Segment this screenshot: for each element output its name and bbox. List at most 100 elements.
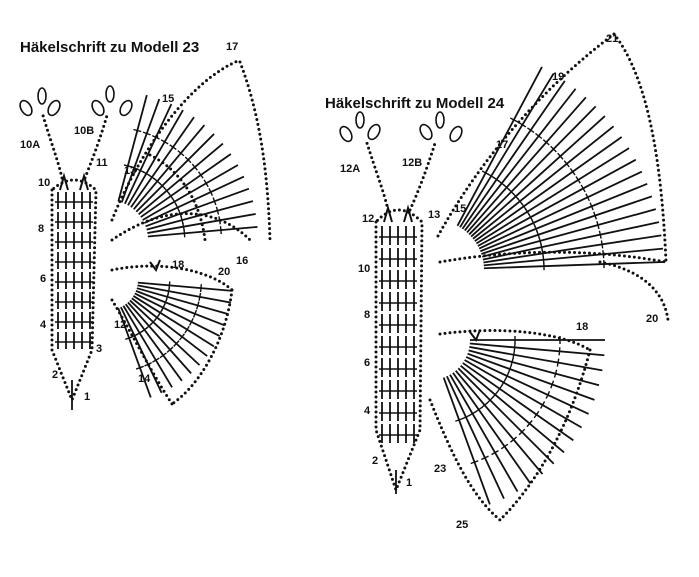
- stitch-mark: [457, 367, 555, 465]
- stitch-mark: [558, 347, 561, 356]
- stitch-mark: [124, 103, 173, 205]
- lower-wing-23: 18 20 12 14: [110, 259, 234, 406]
- stitch-mark: [585, 193, 590, 202]
- stitch-mark: [475, 147, 630, 245]
- round-number-16: 16: [236, 255, 248, 267]
- stitch-mark: [148, 174, 156, 181]
- stitch-mark: [513, 343, 516, 352]
- antenna-label-right-24: 12B: [402, 157, 422, 169]
- stitch-mark: [184, 156, 192, 164]
- round-number-17: 17: [226, 41, 238, 53]
- stitch-mark: [504, 372, 510, 380]
- stitch-mark: [199, 284, 203, 293]
- antenna-label-right-23: 10B: [74, 125, 94, 137]
- stitch-mark: [580, 184, 586, 193]
- side-number-1b: 1: [406, 477, 412, 489]
- stitch-mark: [468, 411, 477, 417]
- stitch-mark: [455, 370, 544, 475]
- chart-title-23: Häkelschrift zu Modell 23: [20, 39, 199, 56]
- stitch-mark: [136, 168, 145, 173]
- stitch-mark: [198, 292, 202, 301]
- stitch-mark: [196, 301, 200, 310]
- stitch-mark: [215, 206, 220, 215]
- stitch-mark: [539, 401, 546, 409]
- upper-wing-posts-24: [456, 66, 664, 271]
- stitch-mark: [507, 365, 512, 374]
- stitch-mark: [455, 417, 464, 422]
- stitch-mark: [481, 455, 489, 461]
- round-number-13: 13: [124, 165, 136, 177]
- stitch-mark: [147, 213, 256, 234]
- stitch-mark: [556, 358, 560, 367]
- wing-round-20: [170, 288, 234, 406]
- stitch-mark: [550, 145, 557, 153]
- stitch-mark: [575, 176, 581, 184]
- row-number-6b: 6: [364, 357, 370, 369]
- stitch-mark: [482, 221, 660, 261]
- stitch-mark: [478, 170, 643, 250]
- stitch-mark: [442, 377, 491, 505]
- stitch-mark: [466, 96, 587, 234]
- stitch-mark: [143, 175, 245, 224]
- stitch-mark: [569, 168, 576, 176]
- stitch-mark: [152, 357, 160, 363]
- row-number-8b: 8: [364, 309, 370, 321]
- row-number-12: 12: [362, 213, 374, 225]
- stitch-mark: [596, 221, 600, 230]
- stitch-mark: [177, 150, 185, 157]
- stitch-mark: [563, 160, 570, 168]
- side-number-1: 1: [84, 391, 90, 403]
- stitch-mark: [496, 385, 503, 393]
- antenna-loops-left-24: [339, 111, 381, 143]
- stitch-mark: [553, 369, 558, 378]
- wing-round-17: [238, 60, 272, 242]
- upper-wing-24: 15 17 19 21: [436, 32, 670, 322]
- stitch-mark: [158, 182, 166, 190]
- stitch-mark: [166, 346, 174, 353]
- stitch-mark: [542, 139, 550, 146]
- stitch-mark: [171, 197, 178, 206]
- stitch-mark: [125, 335, 134, 340]
- stitch-mark: [142, 131, 151, 136]
- stitch-mark: [167, 192, 174, 200]
- antenna-right-23: [83, 110, 110, 180]
- lower-wing-24: 18 20 23 25: [428, 313, 658, 531]
- round-number-15b: 15: [454, 203, 466, 215]
- stitch-mark: [462, 414, 470, 420]
- stitch-mark: [486, 396, 494, 404]
- stitch-mark: [131, 297, 208, 357]
- stitch-mark: [122, 305, 173, 388]
- stitch-mark: [492, 391, 499, 399]
- antenna-right-24: [408, 138, 438, 212]
- stitch-mark: [130, 116, 195, 208]
- start-arrow-icon: [403, 204, 413, 223]
- stitch-mark: [509, 117, 518, 123]
- stitch-mark: [491, 449, 499, 456]
- stitch-mark: [142, 170, 151, 177]
- stitch-mark: [163, 187, 170, 195]
- start-arrow-icon: [383, 204, 393, 223]
- antenna-loops-left-23: [19, 87, 61, 117]
- wing-round-13: [110, 212, 252, 242]
- stitch-mark: [127, 109, 184, 206]
- stitch-mark: [459, 73, 555, 228]
- stitch-mark: [477, 158, 637, 247]
- stitch-mark: [117, 307, 152, 398]
- row-number-10b: 10: [358, 263, 370, 275]
- side-number-3: 3: [96, 343, 102, 355]
- stitch-mark: [483, 261, 664, 270]
- start-arrow-icon: [469, 329, 481, 343]
- stitch-mark: [452, 372, 532, 484]
- row-number-4: 4: [40, 319, 47, 331]
- side-number-13: 13: [428, 209, 440, 221]
- upper-wing-posts-23: [117, 94, 258, 238]
- stitch-mark: [472, 125, 615, 240]
- round-number-25: 25: [456, 519, 468, 531]
- wing-round-18: [110, 264, 234, 292]
- wing-round-11: [110, 58, 242, 222]
- stitch-mark: [475, 406, 483, 413]
- round-number-19: 19: [552, 71, 564, 83]
- stitch-mark: [456, 66, 543, 227]
- stitch-mark: [533, 410, 540, 419]
- wing-round-20b: [598, 260, 670, 322]
